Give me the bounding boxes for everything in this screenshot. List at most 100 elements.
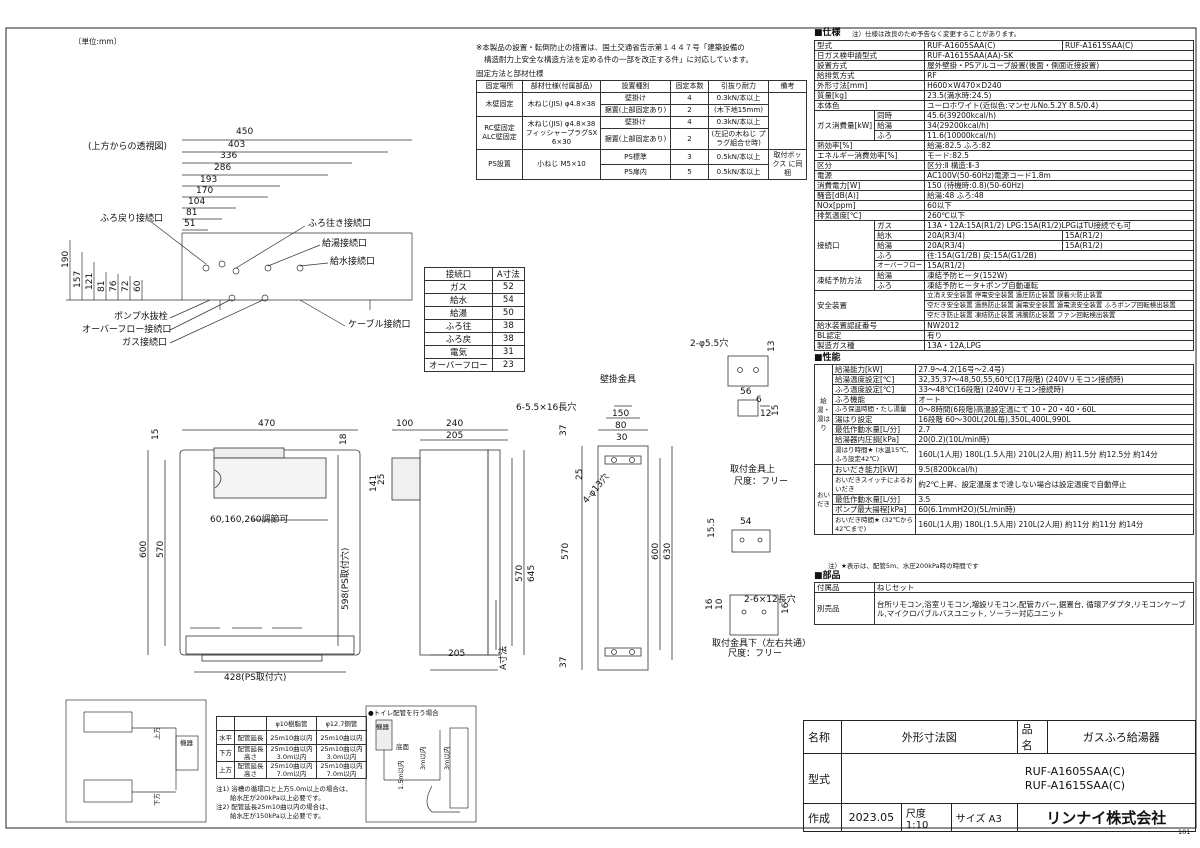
front-dim-15: 15 bbox=[151, 428, 161, 440]
wall-bracket-drawing bbox=[581, 405, 673, 671]
spec-key: 外形寸法[mm] bbox=[813, 80, 926, 91]
fixing-cell: 小ねじ M5×10 bbox=[522, 149, 601, 180]
perf-val: 160L(1人用) 180L(1.5人用) 210L(2人用) 約11.5分 約… bbox=[915, 444, 1194, 465]
perf-group: 給湯・湯はり bbox=[814, 364, 833, 465]
spec-sub: 給湯 bbox=[874, 240, 926, 251]
perf-key: ふろ温度設定[℃] bbox=[831, 384, 917, 395]
perf-val: 20(0.2)(10L/min時) bbox=[915, 434, 1194, 445]
fixing-header: 固定本数 bbox=[670, 80, 709, 93]
perf-val: 32,35,37～48,50,55,60℃(17段階) (240Vリモコン接続時… bbox=[915, 374, 1194, 385]
spec-key: BL認定 bbox=[813, 330, 926, 341]
pipe-cell: φ10樹脂管 bbox=[266, 716, 317, 731]
vdim-72: 72 bbox=[121, 280, 131, 292]
spec-sub: オーバーフロー bbox=[874, 260, 926, 271]
top-view-drawing bbox=[66, 139, 413, 344]
spec-key: 給水装置認証番号 bbox=[813, 320, 926, 331]
spec-sub: ふろ bbox=[874, 280, 926, 291]
spec-sub: 給湯 bbox=[874, 120, 926, 131]
perf-key: 最低作動水量[L/分] bbox=[831, 494, 917, 505]
spec-val: RUF-A1605SAA(C) bbox=[924, 40, 1063, 51]
bracket-150: 150 bbox=[612, 409, 630, 419]
parts-val: ねじセット bbox=[873, 582, 1195, 593]
perf-val: 27.9～4.2(16号～2.4号) bbox=[915, 364, 1194, 375]
perf-val: 約2℃上昇、設定温度まで達しない場合は設定温度で自動停止 bbox=[915, 474, 1194, 495]
a-header: A寸法 bbox=[491, 267, 525, 281]
fixing-header: 引抜り耐力 bbox=[708, 80, 769, 93]
top-bracket-holes: 2-φ5.5穴 bbox=[690, 339, 729, 349]
perf-key: 最低作動水量[L/分] bbox=[831, 424, 917, 435]
pipe-cell bbox=[216, 716, 235, 731]
piping-note1: 注1) 浴槽の循環口と上方5.0m以上の場合は、 bbox=[216, 785, 352, 793]
spec-heading: ■仕様 bbox=[814, 28, 841, 38]
bracket-30: 30 bbox=[616, 433, 628, 443]
toilet-note: ●トイレ配管を行う場合 bbox=[368, 709, 439, 717]
spec-note: 注）仕様は改良のため予告なく変更することがあります。 bbox=[852, 30, 1021, 38]
spec-key: 安全装置 bbox=[813, 290, 926, 321]
name-label: 名称 bbox=[803, 720, 842, 754]
vdim-157: 157 bbox=[73, 270, 83, 288]
front-ps-428: 428(PS取付穴) bbox=[224, 673, 287, 683]
spec-key: 接続口 bbox=[813, 220, 876, 271]
model-2: RUF-A1615SAA(C) bbox=[1024, 778, 1125, 792]
side-view-drawing bbox=[391, 429, 525, 671]
bracket-37: 37 bbox=[559, 424, 569, 436]
spec-val: 11.6(10000kcal/h) bbox=[924, 130, 1194, 141]
spec-key: 電源 bbox=[813, 170, 926, 181]
fixing-cell: 4 bbox=[670, 116, 709, 129]
label-pump-drain: ポンプ水抜栓 bbox=[114, 312, 168, 322]
pipe-cell: 25m10曲以内 bbox=[316, 730, 367, 745]
spec-val: NW2012 bbox=[924, 320, 1194, 331]
spec-val: 150 (待機時:0.8)(50-60Hz) bbox=[924, 180, 1194, 191]
pipe-cell bbox=[234, 716, 267, 731]
fixing-cell: 0.5kN/本以上 bbox=[708, 149, 769, 165]
made-label: 作成 bbox=[803, 803, 842, 832]
perf-val: オート bbox=[915, 394, 1194, 405]
spec-val: 13A・12A:15A(R1/2) LPG:15A(R1/2)LPGはTU接続で… bbox=[924, 220, 1194, 231]
bracket-25: 25 bbox=[575, 468, 585, 480]
spec-val: 15A(R1/2) bbox=[1061, 230, 1195, 241]
fixing-cell: PS扉内 bbox=[600, 164, 671, 180]
spec-key: 設置方式 bbox=[813, 60, 926, 71]
side-dim-25: 25 bbox=[377, 473, 387, 485]
dim-403: 403 bbox=[228, 140, 246, 150]
toilet-unit: 機器 bbox=[376, 723, 389, 731]
front-adjust: 60,160,260調節可 bbox=[210, 515, 289, 525]
scale-value: 1:10 bbox=[905, 819, 929, 831]
top-bracket-12: 12 bbox=[760, 409, 772, 419]
side-a-label: A寸法 bbox=[499, 645, 509, 670]
spec-val: H600×W470×D240 bbox=[924, 80, 1194, 91]
fixing-cell: 0.3kN/本以上 bbox=[708, 116, 769, 129]
spec-val: 立消え安全装置 停電安全装置 過圧防止装置 誤着火防止装置 bbox=[924, 290, 1194, 301]
a-cell: 給湯 bbox=[424, 306, 493, 320]
model-1: RUF-A1605SAA(C) bbox=[1024, 764, 1125, 778]
spec-val: 34(29200kcal/h) bbox=[924, 120, 1194, 131]
spec-key: 凍結予防方法 bbox=[813, 270, 876, 291]
spec-val: 空だき防止装置 凍結防止装置 沸騰防止装置 ファン回転検出装置 bbox=[924, 310, 1194, 321]
a-cell: 23 bbox=[491, 358, 525, 372]
spec-val: 往:15A(G1/2B) 戻:15A(G1/2B) bbox=[924, 250, 1194, 261]
fixing-cell: 0.5kN/本以上 bbox=[708, 164, 769, 180]
front-dim-600: 600 bbox=[139, 540, 149, 558]
parts-table: 付属品ねじセット 別売品台所リモコン,浴室リモコン,増設リモコン,配管カバー,据… bbox=[814, 582, 1195, 625]
toilet-base: 底面 bbox=[396, 743, 409, 751]
spec-val: 給湯:82.5 ふろ:82 bbox=[924, 140, 1194, 151]
spec-val: ユーロホワイト(近似色:マンセルNo.5.2Y 8.5/0.4) bbox=[924, 100, 1194, 111]
spec-sub: ふろ bbox=[874, 250, 926, 261]
perf-val: 3.5 bbox=[915, 494, 1194, 505]
low-bracket-155: 15.5 bbox=[707, 517, 717, 538]
dim-286: 286 bbox=[214, 163, 232, 173]
spec-key: ガス消費量[kW] bbox=[813, 110, 876, 141]
parts-key: 付属品 bbox=[814, 582, 875, 593]
bracket-37b: 37 bbox=[559, 656, 569, 668]
top-bracket-drawing bbox=[727, 355, 770, 417]
bracket-80: 80 bbox=[615, 421, 627, 431]
piping-note2: 注2) 配管延長25m10曲以内の場合は、 bbox=[216, 803, 333, 811]
fixing-cell: 0.3kN/本以上 bbox=[708, 92, 769, 105]
spec-key: 給排気方式 bbox=[813, 70, 926, 81]
a-cell: 38 bbox=[491, 332, 525, 346]
a-cell: ふろ戻 bbox=[424, 332, 493, 346]
fixing-cell: 木ねじ(JIS) φ4.8×38 bbox=[522, 92, 601, 117]
fixing-cell: 壁掛け bbox=[600, 92, 671, 105]
spec-val: 20A(R3/4) bbox=[924, 240, 1063, 251]
